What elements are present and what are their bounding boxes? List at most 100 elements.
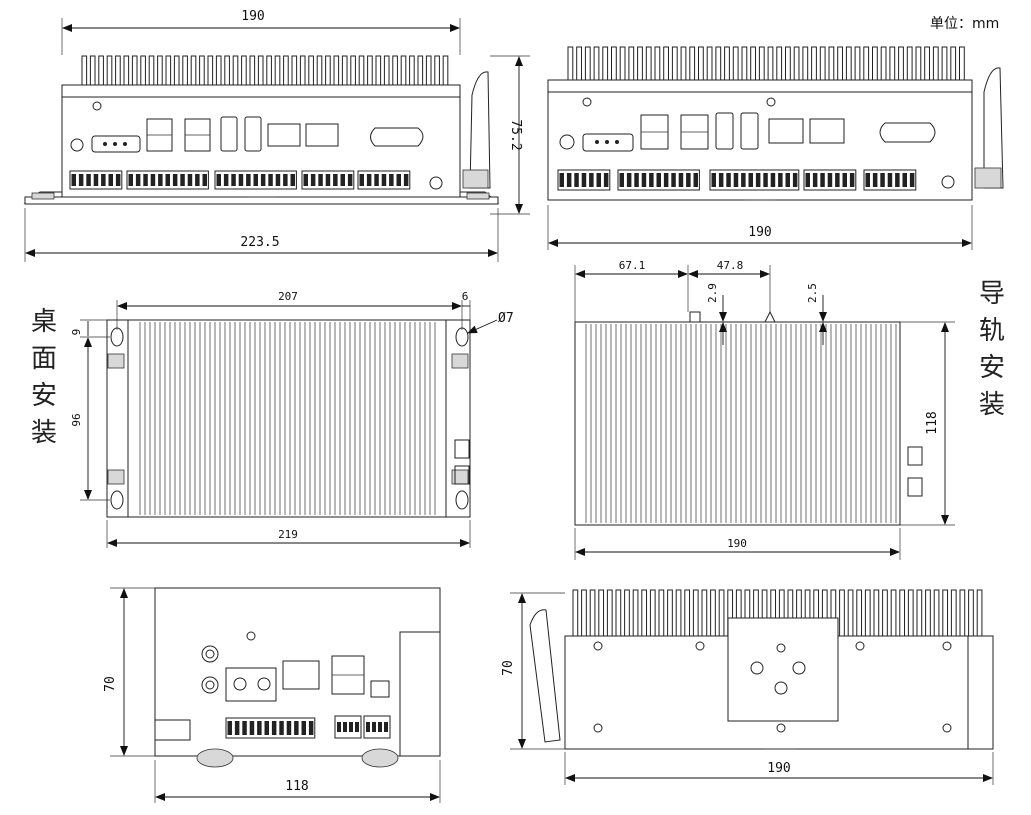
screw-icon	[855, 641, 865, 651]
dim-2-9: 2.9	[706, 283, 719, 303]
led-icon	[246, 631, 256, 641]
fin	[856, 589, 863, 637]
terminal-pin	[649, 173, 654, 187]
top-view-desktop	[106, 319, 471, 518]
fin	[906, 46, 913, 81]
terminal-pin	[195, 174, 200, 186]
fin	[732, 46, 739, 81]
fin	[375, 55, 382, 86]
dims-side-io: 70 118	[103, 587, 441, 803]
top-fins	[585, 324, 897, 523]
terminal-pin	[589, 173, 594, 187]
terminal-pin	[216, 174, 221, 186]
fin	[698, 46, 704, 81]
din-rail-clip	[727, 617, 839, 722]
fin	[98, 55, 104, 86]
terminal-pin	[603, 173, 609, 187]
fin	[632, 589, 639, 637]
fin	[316, 55, 323, 86]
terminal-pin	[849, 173, 855, 187]
fin	[649, 589, 656, 637]
fin	[658, 589, 665, 637]
antenna-connector	[454, 465, 470, 485]
fin	[148, 55, 155, 86]
top-housing	[127, 319, 447, 518]
fin	[283, 55, 289, 86]
fin	[434, 55, 440, 86]
dim-width: 118	[285, 779, 308, 794]
fin	[701, 589, 708, 637]
terminal-pin	[202, 174, 207, 186]
fin	[715, 46, 722, 81]
fin	[645, 46, 652, 81]
fin	[641, 589, 648, 637]
fin	[624, 589, 630, 637]
fin	[785, 46, 791, 81]
fin	[157, 55, 163, 86]
fin	[718, 589, 725, 637]
dim-rail-width: 47.8	[717, 259, 744, 272]
rubber-foot	[361, 748, 399, 768]
terminal-pin	[108, 174, 113, 186]
fin	[873, 589, 880, 637]
fin	[915, 46, 922, 81]
terminal-pin	[678, 173, 684, 187]
mount-hole	[455, 490, 469, 510]
fin	[89, 55, 96, 86]
dims-top-rail: 67.1 47.8 2.9 2.5 118 190	[574, 259, 955, 560]
label-char: 轨	[979, 316, 1005, 346]
terminal-pin	[755, 173, 761, 187]
terminal-pin	[231, 174, 236, 186]
fin	[224, 55, 230, 86]
terminal-pin	[271, 721, 277, 735]
dip-lever	[366, 722, 370, 732]
screw-icon	[593, 641, 603, 651]
fin	[942, 589, 949, 637]
rail-mount-label: 导 轨 安 装	[979, 279, 1005, 420]
terminal-pin	[778, 173, 783, 187]
terminal-block	[709, 169, 800, 191]
terminal-pin	[283, 174, 288, 186]
terminal-pin	[641, 173, 647, 187]
terminal-pin	[748, 173, 753, 187]
terminal-pin	[260, 174, 266, 186]
mount-hole	[110, 327, 124, 347]
terminal-pin	[619, 173, 624, 187]
fin	[598, 589, 605, 637]
screw-icon	[92, 101, 102, 111]
fin	[611, 46, 617, 81]
terminal-pin	[294, 721, 299, 735]
terminal-pin	[566, 173, 572, 187]
terminal-pin	[279, 721, 284, 735]
antenna	[529, 609, 561, 743]
fin	[299, 55, 306, 86]
foot-plate	[24, 196, 499, 205]
dim-offset: 67.1	[619, 259, 646, 272]
dip-lever	[355, 722, 359, 732]
dim-height: 70	[103, 676, 118, 692]
fin	[341, 55, 348, 86]
heatsink-fins	[81, 55, 449, 86]
fin	[274, 55, 281, 86]
terminal-pin	[340, 174, 345, 186]
fin	[442, 55, 449, 86]
terminal-pin	[180, 174, 185, 186]
fin	[615, 589, 622, 637]
dims-top-desktop: 207 6 Ø7 9 96 219	[70, 290, 514, 548]
fin	[637, 46, 643, 81]
fin	[950, 46, 957, 81]
fin	[325, 55, 331, 86]
fin	[692, 589, 699, 637]
foot-pad	[107, 469, 125, 485]
terminal-pin	[902, 173, 907, 187]
terminal-pin	[671, 173, 676, 187]
fin	[767, 46, 774, 81]
fin	[350, 55, 356, 86]
screw-icon	[582, 97, 592, 107]
dip-lever	[378, 722, 382, 732]
terminal-pin	[909, 173, 915, 187]
front-view-rail	[547, 46, 1004, 201]
antenna-port-icon	[201, 676, 219, 694]
fin	[131, 55, 138, 86]
